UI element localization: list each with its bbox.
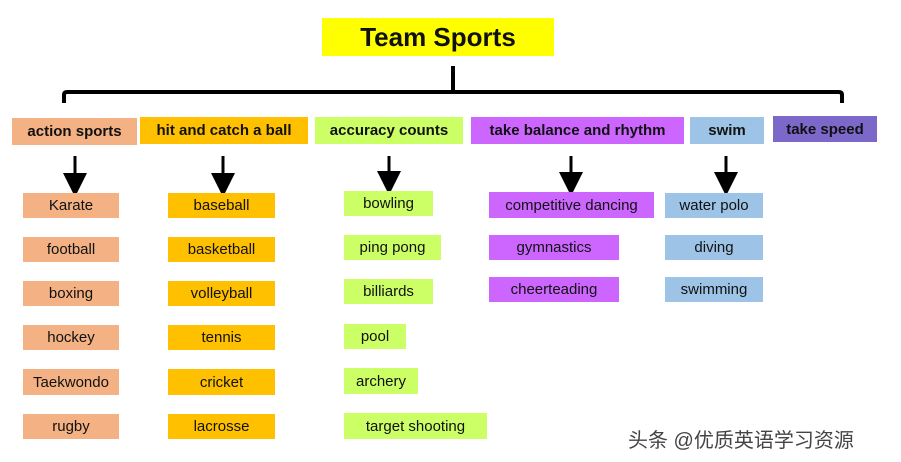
item-bowling: bowling	[344, 191, 433, 216]
item-competitive-dancing: competitive dancing	[489, 192, 654, 218]
item-cheerteading: cheerteading	[489, 277, 619, 302]
item-archery: archery	[344, 368, 418, 394]
category-take-speed: take speed	[773, 116, 877, 142]
item-ping-pong: ping pong	[344, 235, 441, 260]
category-hit-and-catch-a-ball: hit and catch a ball	[140, 117, 308, 144]
item-water-polo: water polo	[665, 193, 763, 218]
category-swim: swim	[690, 117, 764, 144]
category-accuracy-counts: accuracy counts	[315, 117, 463, 144]
category-take-balance-and-rhythm: take balance and rhythm	[471, 117, 684, 144]
watermark-text: 头条 @优质英语学习资源	[628, 430, 854, 452]
item-billiards: billiards	[344, 279, 433, 304]
item-cricket: cricket	[168, 369, 275, 395]
item-swimming: swimming	[665, 277, 763, 302]
item-baseball: baseball	[168, 193, 275, 218]
item-lacrosse: lacrosse	[168, 414, 275, 439]
item-taekwondo: Taekwondo	[23, 369, 119, 395]
item-diving: diving	[665, 235, 763, 260]
category-action-sports: action sports	[12, 118, 137, 145]
item-hockey: hockey	[23, 325, 119, 350]
item-boxing: boxing	[23, 281, 119, 306]
item-volleyball: volleyball	[168, 281, 275, 306]
category-bracket-line	[62, 90, 844, 103]
item-karate: Karate	[23, 193, 119, 218]
item-tennis: tennis	[168, 325, 275, 350]
item-gymnastics: gymnastics	[489, 235, 619, 260]
item-pool: pool	[344, 324, 406, 349]
diagram-title: Team Sports	[322, 18, 554, 56]
item-football: football	[23, 237, 119, 262]
item-target-shooting: target shooting	[344, 413, 487, 439]
item-rugby: rugby	[23, 414, 119, 439]
item-basketball: basketball	[168, 237, 275, 262]
